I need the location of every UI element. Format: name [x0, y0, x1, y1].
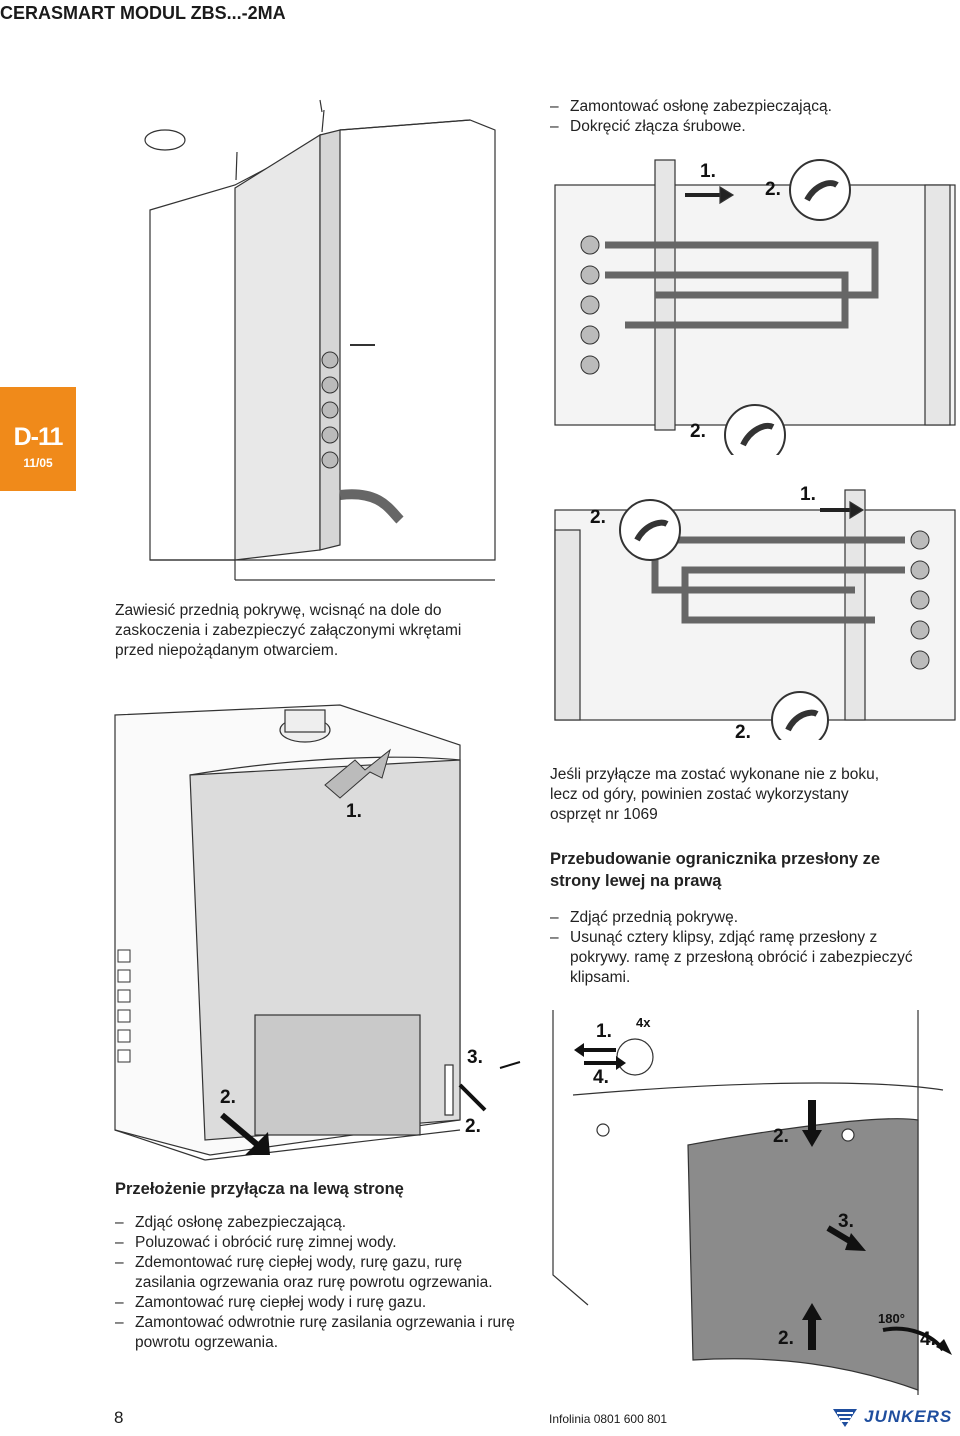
connection-step: Poluzować i obrócić rurę zimnej wody. [115, 1233, 525, 1253]
note-line: Jeśli przyłącze ma zostać wykonane nie z… [550, 766, 880, 783]
page-number: 8 [114, 1408, 124, 1427]
step-label: 2. [690, 421, 706, 442]
panel-mount-caption: Zawiesić przednią pokrywę, wcisnąć na do… [115, 601, 535, 661]
step-label: 3. [838, 1211, 854, 1232]
step-label: 1. [700, 161, 716, 182]
count-label: 4x [636, 1015, 651, 1030]
note-line: osprzęt nr 1069 [550, 806, 658, 823]
document-title: CERASMART MODUL ZBS...-2MA [0, 3, 286, 23]
connection-steps: Zdjąć osłonę zabezpieczającą. Poluzować … [115, 1213, 525, 1353]
step-label: 2. [590, 507, 606, 528]
step-label: 2. [778, 1328, 794, 1349]
limiter-step: Usunąć cztery klipsy, zdjąć ramę przesło… [550, 928, 940, 988]
step-label: 3. [467, 1047, 483, 1068]
caption-line: przed niepożądanym otwarciem. [115, 642, 339, 659]
side-panel-figure [144, 99, 496, 581]
step-label: 2. [773, 1126, 789, 1147]
limiter-heading: Przebudowanie ogranicznika przesłony ze … [550, 848, 950, 892]
caption-line: Zawiesić przednią pokrywę, wcisnąć na do… [115, 602, 442, 619]
boiler-cover-figure: 1. 2. 3. 2. [114, 704, 521, 1161]
junkers-logo: JUNKERS [831, 1407, 959, 1429]
instruction-item: Zamontować osłonę zabezpieczającą. [550, 97, 950, 117]
section-tab: D-11 11/05 [0, 387, 76, 491]
caption-line: zaskoczenia i zabezpieczyć załączonymi w… [115, 622, 462, 639]
heading-line: strony lewej na prawą [550, 872, 722, 890]
heading-line: Przebudowanie ogranicznika przesłony ze [550, 850, 881, 868]
connection-heading: Przełożenie przyłącza na lewą stronę [115, 1180, 404, 1198]
step-label: 1. [800, 484, 816, 505]
connection-step: Zamontować odwrotnie rurę zasilania ogrz… [115, 1313, 525, 1353]
shutter-figure: 1. 4x 4. 2. 3. 180° 2. 4. [552, 1010, 952, 1395]
step-label: 1. [346, 801, 362, 822]
step-label: 2. [465, 1116, 481, 1137]
brand-name: JUNKERS [864, 1407, 953, 1426]
pipes-top-figure: 1. 2. 2. [554, 159, 956, 455]
pipes-bottom-figure: 2. 1. 2. [554, 484, 956, 740]
step-label: 2. [765, 179, 781, 200]
step-label: 1. [596, 1021, 612, 1042]
junkers-logo-icon [833, 1409, 857, 1427]
section-date: 11/05 [23, 456, 53, 470]
step-label: 2. [220, 1087, 236, 1108]
note-line: lecz od góry, powinien zostać wykorzysta… [550, 786, 849, 803]
step-label: 4. [593, 1067, 609, 1088]
accessory-note: Jeśli przyłącze ma zostać wykonane nie z… [550, 765, 950, 825]
hotline-info: Infolinia 0801 600 801 [549, 1412, 668, 1426]
instruction-item: Dokręcić złącza śrubowe. [550, 117, 950, 137]
connection-step: Zdemontować rurę ciepłej wody, rurę gazu… [115, 1253, 525, 1293]
connection-step: Zdjąć osłonę zabezpieczającą. [115, 1213, 525, 1233]
section-code: D-11 [13, 423, 64, 451]
rotation-label: 180° [878, 1311, 905, 1326]
limiter-steps: Zdjąć przednią pokrywę. Usunąć cztery kl… [550, 908, 940, 988]
connection-step: Zamontować rurę ciepłej wody i rurę gazu… [115, 1293, 525, 1313]
limiter-step: Zdjąć przednią pokrywę. [550, 908, 940, 928]
step-label: 2. [735, 722, 751, 740]
top-instructions: Zamontować osłonę zabezpieczającą. Dokrę… [550, 97, 950, 137]
step-label: 4. [920, 1329, 936, 1350]
